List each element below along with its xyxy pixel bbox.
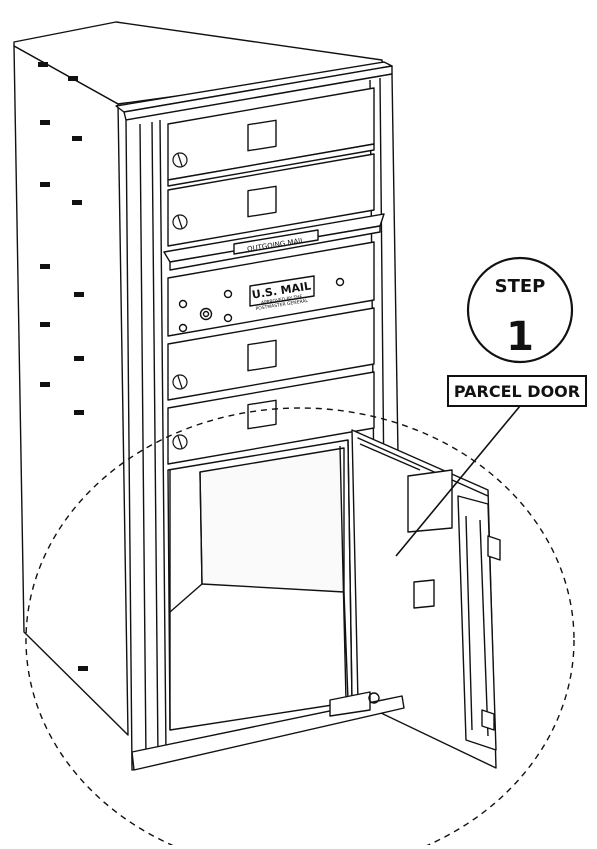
callout-leader [395,405,521,557]
cabinet-side-panel [13,45,129,736]
step-number: 1 [506,314,534,360]
parcel-door-callout: PARCEL DOOR [395,375,587,557]
lock-icons [172,152,188,450]
step-word: STEP [495,276,546,297]
mounting-marks [38,62,88,671]
step-badge: STEP 1 [466,256,574,364]
callout-label: PARCEL DOOR [454,382,580,401]
highlight-ellipse [25,407,575,849]
